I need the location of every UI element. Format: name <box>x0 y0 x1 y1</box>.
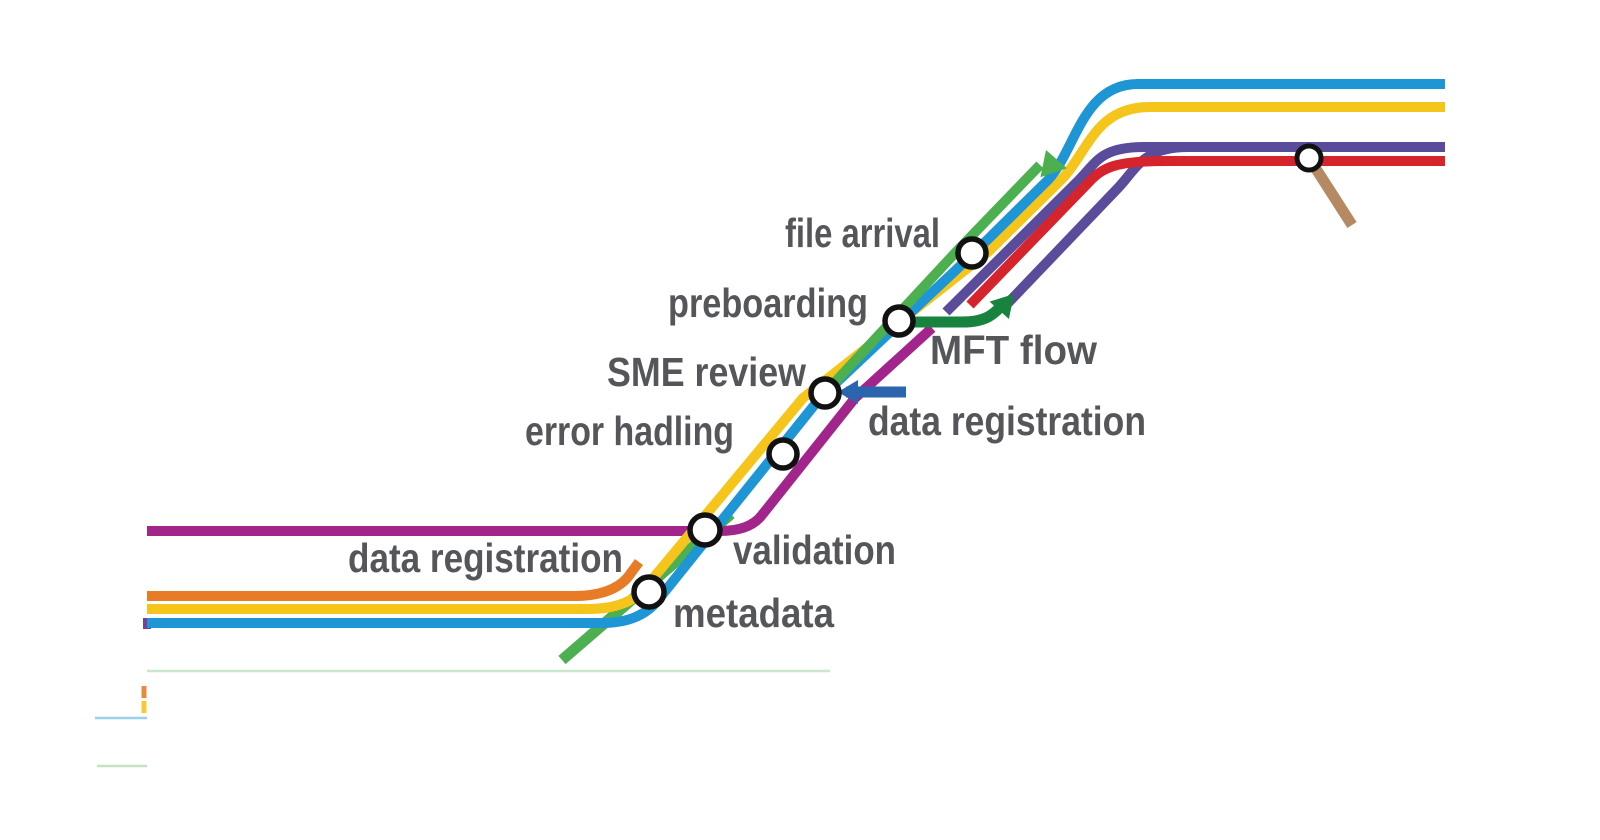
label-sme-review: SME review <box>607 349 806 395</box>
label-data-registration-lower: data registration <box>348 535 623 581</box>
label-preboarding: preboarding <box>668 280 868 326</box>
station-markers <box>631 143 1324 610</box>
label-validation: validation <box>733 527 896 573</box>
metro-lines <box>147 79 1445 665</box>
orange-line <box>147 559 644 601</box>
mft-flow-arrowhead <box>989 294 1014 319</box>
arrowheads <box>838 150 1067 404</box>
station-marker-metadata <box>631 574 667 610</box>
green-line-arrowhead <box>1040 150 1067 178</box>
blue-line <box>147 79 1445 628</box>
red-line <box>966 156 1445 309</box>
station-labels: file arrival preboarding SME review erro… <box>348 210 1146 636</box>
faint-artifact-lines <box>95 618 830 768</box>
station-marker-error-handling <box>766 437 800 471</box>
yellow-line <box>147 102 1445 614</box>
station-marker-validation <box>687 512 723 548</box>
data-registration-arrowhead <box>838 380 858 404</box>
label-data-registration-upper: data registration <box>868 398 1146 444</box>
station-marker-file-arrival <box>955 236 989 270</box>
label-error-handling: error hadling <box>525 408 734 454</box>
station-marker-sme-review <box>808 376 842 410</box>
label-metadata: metadata <box>673 590 835 636</box>
label-mft-flow: MFT flow <box>930 327 1097 373</box>
label-file-arrival: file arrival <box>785 210 940 256</box>
station-marker-preboarding <box>882 304 916 338</box>
violet-line-bundle <box>942 142 1445 316</box>
station-marker-red-line-stop <box>1294 143 1324 173</box>
